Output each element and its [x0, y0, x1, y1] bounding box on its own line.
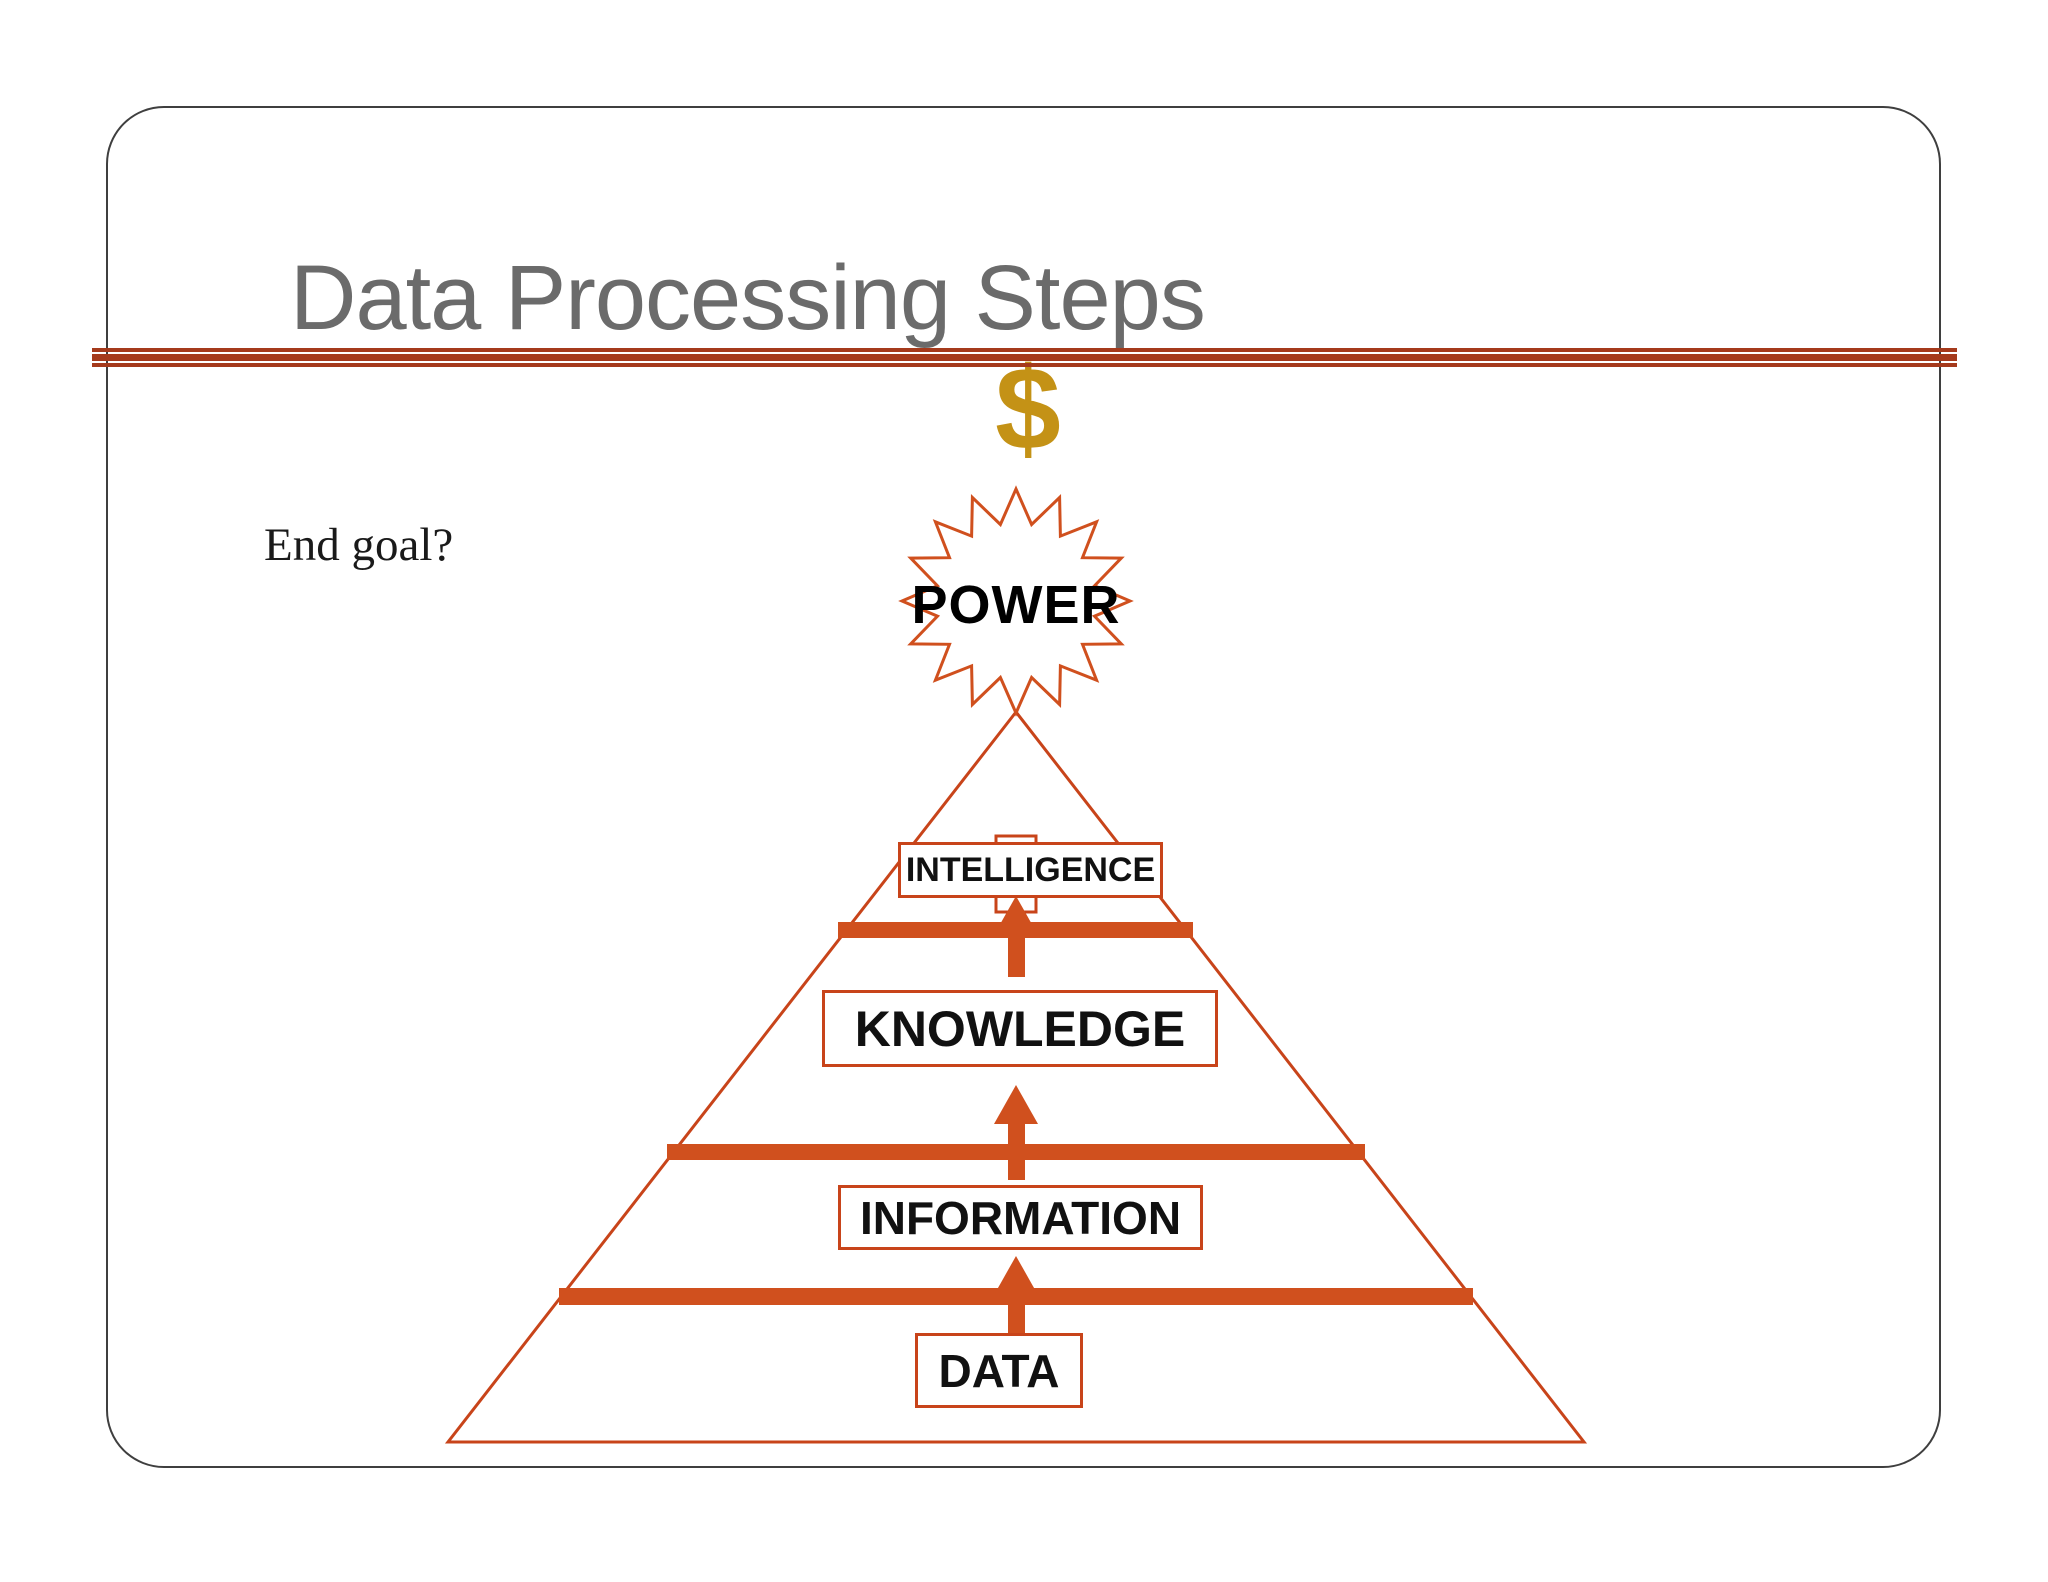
level-label-information: INFORMATION: [859, 1191, 1182, 1244]
up-arrow-3-icon: [994, 1256, 1038, 1295]
divider-line-middle: [92, 354, 1957, 361]
dollar-sign-icon: $: [995, 343, 1061, 475]
level-label-data: DATA: [938, 1344, 1060, 1397]
divider-line-top: [92, 348, 1957, 352]
up-arrow-3-stem: [1008, 1290, 1025, 1333]
pyramid-level-information: INFORMATION: [838, 1185, 1203, 1250]
up-arrow-1-icon: [994, 896, 1038, 935]
pyramid-level-intelligence: INTELLIGENCE: [898, 842, 1163, 898]
level-label-intelligence: INTELLIGENCE: [905, 850, 1156, 889]
power-label: POWER: [911, 575, 1121, 635]
up-arrow-2-stem: [1008, 1120, 1025, 1180]
up-arrow-1-stem: [1008, 930, 1025, 977]
up-arrow-2-icon: [994, 1085, 1038, 1124]
title-divider-lines: [92, 348, 1957, 367]
divider-line-bottom: [92, 363, 1957, 367]
end-goal-note: End goal?: [264, 519, 454, 571]
power-starburst-icon: [898, 485, 1134, 717]
pyramid-level-data: DATA: [915, 1333, 1083, 1408]
slide-title: Data Processing Steps: [290, 247, 1206, 349]
pyramid-level-knowledge: KNOWLEDGE: [822, 990, 1218, 1067]
level-label-knowledge: KNOWLEDGE: [854, 1000, 1186, 1057]
